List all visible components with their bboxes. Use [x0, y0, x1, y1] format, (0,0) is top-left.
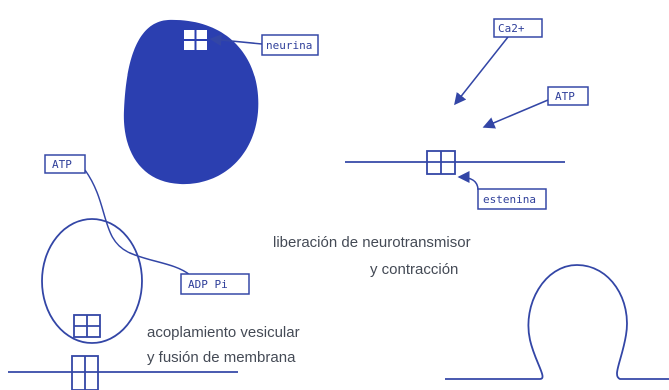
acoplamiento-caption-line1: acoplamiento vesicular [147, 324, 300, 341]
neurina-cell-group: neurina [123, 19, 319, 185]
neurina-label: neurina [266, 39, 312, 52]
adp-pi-label-box [180, 273, 250, 295]
ca2-label-box [493, 18, 543, 38]
atp-top-arrow [482, 99, 549, 129]
atp-left-label: ATP [52, 158, 72, 171]
atp-top-label: ATP [555, 90, 575, 103]
atp-left-label-box [44, 154, 86, 174]
estenina-membrane-group: Ca2+ ATP estenina [345, 18, 589, 210]
neurina-arrow [209, 34, 263, 46]
neurina-channel-icon [182, 28, 209, 52]
ca2-arrow [454, 36, 509, 106]
estenina-label-box [477, 188, 547, 210]
fused-membrane-bulge [445, 264, 669, 380]
ca2-label: Ca2+ [498, 22, 525, 35]
estenina-label: estenina [483, 193, 536, 206]
vesicle-channel-icon [73, 314, 101, 338]
neurina-label-box [261, 34, 319, 56]
liberacion-caption-line2: y contracción [370, 261, 458, 278]
atp-top-label-box [547, 86, 589, 106]
atp-adp-curve [84, 169, 191, 276]
acoplamiento-caption-line2: y fusión de membrana [147, 349, 296, 366]
cell-blob [123, 19, 259, 185]
estenina-arrow [457, 171, 479, 191]
liberacion-caption-line1: liberación de neurotransmisor [273, 234, 471, 251]
estenina-channel-icon [426, 150, 456, 175]
vesicle-outline [41, 218, 143, 344]
adp-pi-label: ADP Pi [188, 278, 228, 291]
vesicle-group: ATP ADP Pi [8, 154, 250, 390]
membrane-channel-icon [71, 355, 99, 390]
